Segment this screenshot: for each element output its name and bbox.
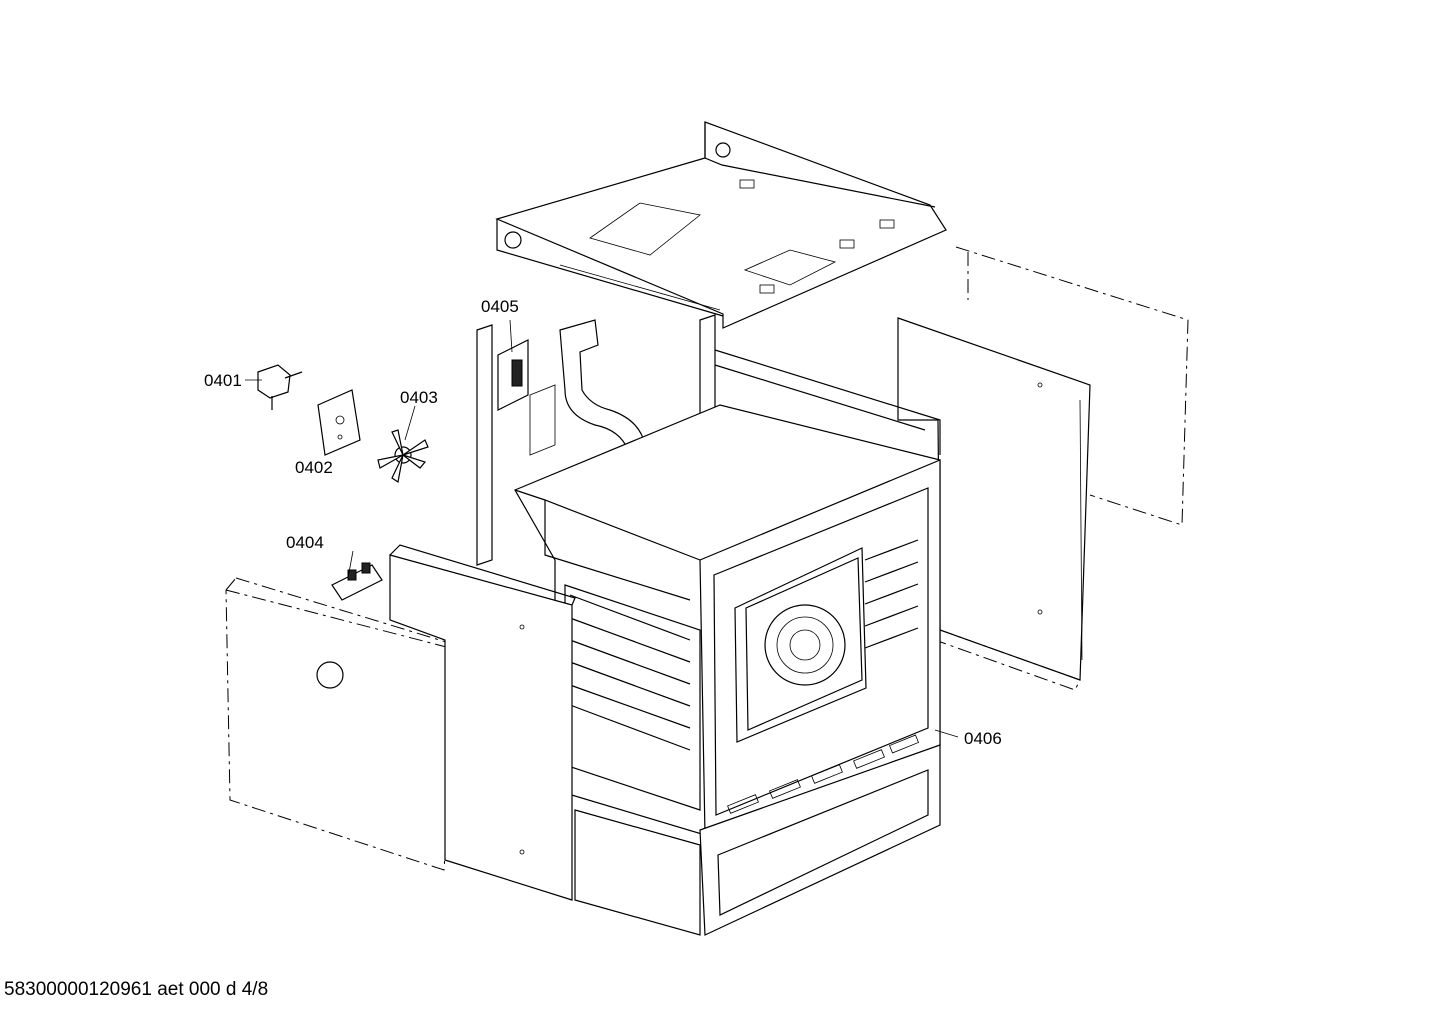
- left-outer-panel: [225, 577, 459, 871]
- part-label-0403: 0403: [400, 388, 438, 407]
- shelf-rails: [564, 539, 919, 811]
- part-label-0401: 0401: [204, 371, 242, 390]
- terminal-block: [331, 562, 383, 601]
- right-insulation-panel: [955, 246, 1189, 526]
- drawing-code: 58300000120961 aet 000 d 4/8: [4, 979, 269, 1000]
- fan-mount-plate: [317, 389, 361, 456]
- rear-frame: [476, 314, 941, 566]
- base-frame: [574, 734, 941, 936]
- control-board: [497, 319, 529, 411]
- top-cover-plate: [495, 121, 947, 329]
- part-label-0404: 0404: [286, 533, 324, 552]
- leader-lines: [245, 379, 959, 738]
- vent-slots: [727, 734, 919, 814]
- part-label-0402: 0402: [295, 458, 333, 477]
- part-label-0405: 0405: [481, 297, 519, 316]
- oven-cavity: [514, 404, 941, 836]
- part-label-0406: 0406: [964, 729, 1002, 748]
- fan-impeller: [377, 429, 429, 484]
- fan-motor: [257, 364, 303, 410]
- left-inner-panel: [389, 544, 576, 901]
